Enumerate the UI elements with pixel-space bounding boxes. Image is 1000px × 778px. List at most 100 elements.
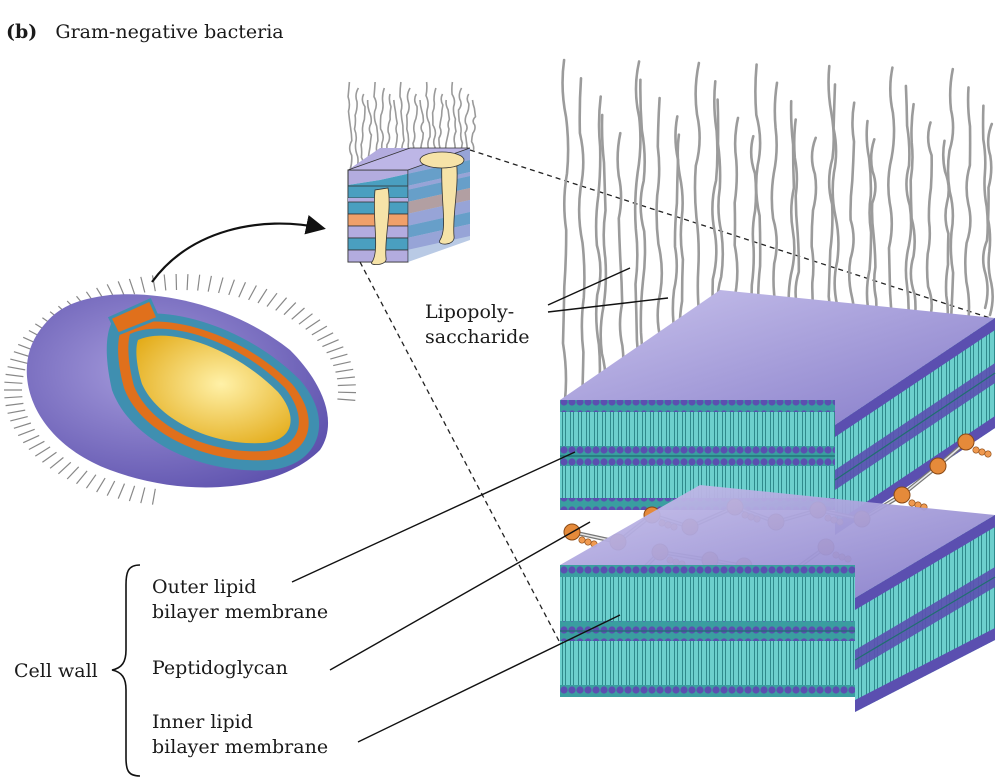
cell-hair [117, 281, 126, 297]
cell-hair [330, 353, 348, 360]
cell-hair [57, 461, 72, 475]
leader-lines [291, 267, 669, 743]
cell-hair [248, 285, 257, 301]
cell-hair [106, 480, 116, 496]
lps-strand [594, 95, 602, 396]
cell-hair [140, 276, 146, 293]
lps-strand [981, 104, 990, 310]
lps-strand [639, 78, 647, 385]
cell-hair [140, 487, 146, 504]
cell-hair [128, 485, 136, 502]
outer-membrane-top [560, 290, 995, 425]
cytoplasm [136, 335, 291, 444]
cell-hair [322, 339, 339, 348]
cell-hair [266, 292, 278, 307]
lps-strand-small [470, 99, 477, 151]
cell-hair [151, 275, 156, 292]
small-block-layers [347, 147, 471, 266]
lps-strand [904, 84, 913, 327]
cell-hair [10, 416, 28, 422]
cell-hair [151, 488, 156, 505]
inner-membrane-slab [560, 485, 996, 712]
cell-hair [5, 373, 24, 378]
cell-hair [28, 440, 45, 451]
peptidoglycan-node [893, 486, 911, 504]
cell-hair [298, 313, 313, 325]
label-outer-membrane-line2: bilayer membrane [152, 601, 329, 623]
lps-strand [633, 60, 642, 397]
peptidoglycan-node [957, 433, 975, 451]
cell-hair [13, 422, 32, 429]
cell-hair [128, 278, 136, 295]
cell-hair [335, 368, 354, 373]
cell-hair [291, 307, 305, 320]
cell-hair [4, 381, 23, 384]
panel-letter: (b) [6, 21, 38, 43]
cell-hair [238, 282, 247, 298]
cell-hair [117, 483, 126, 499]
bacterium-cell [4, 273, 357, 505]
label-peptidoglycan: Peptidoglycan [152, 657, 288, 679]
cell-surface-hairs [4, 273, 357, 505]
lps-strand [925, 121, 934, 321]
figure-title: Gram-negative bacteria [55, 21, 284, 43]
cell-hair [76, 470, 88, 485]
cell-hair [5, 402, 24, 407]
cell-hair [311, 325, 328, 336]
lps-strand-small [347, 81, 353, 171]
lps-strand [887, 66, 896, 340]
cell-hair [207, 275, 212, 292]
label-cell-wall: Cell wall [14, 660, 98, 682]
lps-strand [941, 139, 951, 328]
cell-wall-brace [111, 564, 141, 777]
cell-hair [7, 409, 26, 414]
cell-hair [7, 366, 26, 371]
cell-hair [10, 358, 28, 364]
cell-hair [257, 288, 268, 304]
cell-hair [42, 451, 57, 463]
cell-hair [49, 457, 64, 469]
peptide-bead [584, 538, 592, 546]
peptide-bead [972, 446, 980, 454]
peptide-bead [578, 536, 586, 544]
zoom-arrow [151, 215, 326, 283]
label-outer-membrane-line1: Outer lipid [152, 576, 257, 598]
cell-hair [326, 346, 344, 354]
lps-strand-small [353, 87, 360, 171]
lps-strand [616, 131, 625, 390]
peptide-bead [978, 448, 986, 456]
lps-strand-small [360, 93, 366, 171]
cell-hair [218, 277, 224, 294]
cell-hair [305, 319, 321, 330]
cell-hair [337, 398, 356, 401]
cell-hair [17, 428, 35, 437]
cell-hair [13, 351, 32, 358]
label-inner-membrane-line2: bilayer membrane [152, 736, 329, 758]
peptidoglycan-node [929, 457, 947, 475]
figure-heading: (b) Gram-negative bacteria [6, 20, 284, 44]
cell-hair [22, 434, 40, 444]
cell-hair [228, 279, 235, 296]
cell-hair [275, 297, 288, 311]
cell-hair [34, 446, 51, 457]
cell-hair [333, 361, 351, 367]
lps-strand-small [464, 93, 470, 153]
cell-hair [66, 466, 80, 480]
cell-hair [197, 274, 201, 291]
lps-strand-small [451, 81, 457, 157]
label-inner-membrane-line1: Inner lipid [152, 711, 253, 733]
zoom-block [347, 81, 477, 266]
peptide-bead [908, 499, 916, 507]
lps-strand-small [457, 87, 464, 155]
peptide-bead [984, 450, 992, 458]
cell-hair [96, 477, 106, 493]
cell-hair [85, 474, 97, 489]
cell-hair [4, 396, 23, 399]
lps-strand [869, 138, 878, 333]
lps-strand [577, 77, 586, 409]
cell-hair [283, 302, 297, 316]
label-lipopolysaccharide-line2: saccharide [425, 326, 530, 348]
zoom-dashed-lines [359, 149, 991, 701]
cell-hair [163, 274, 167, 291]
